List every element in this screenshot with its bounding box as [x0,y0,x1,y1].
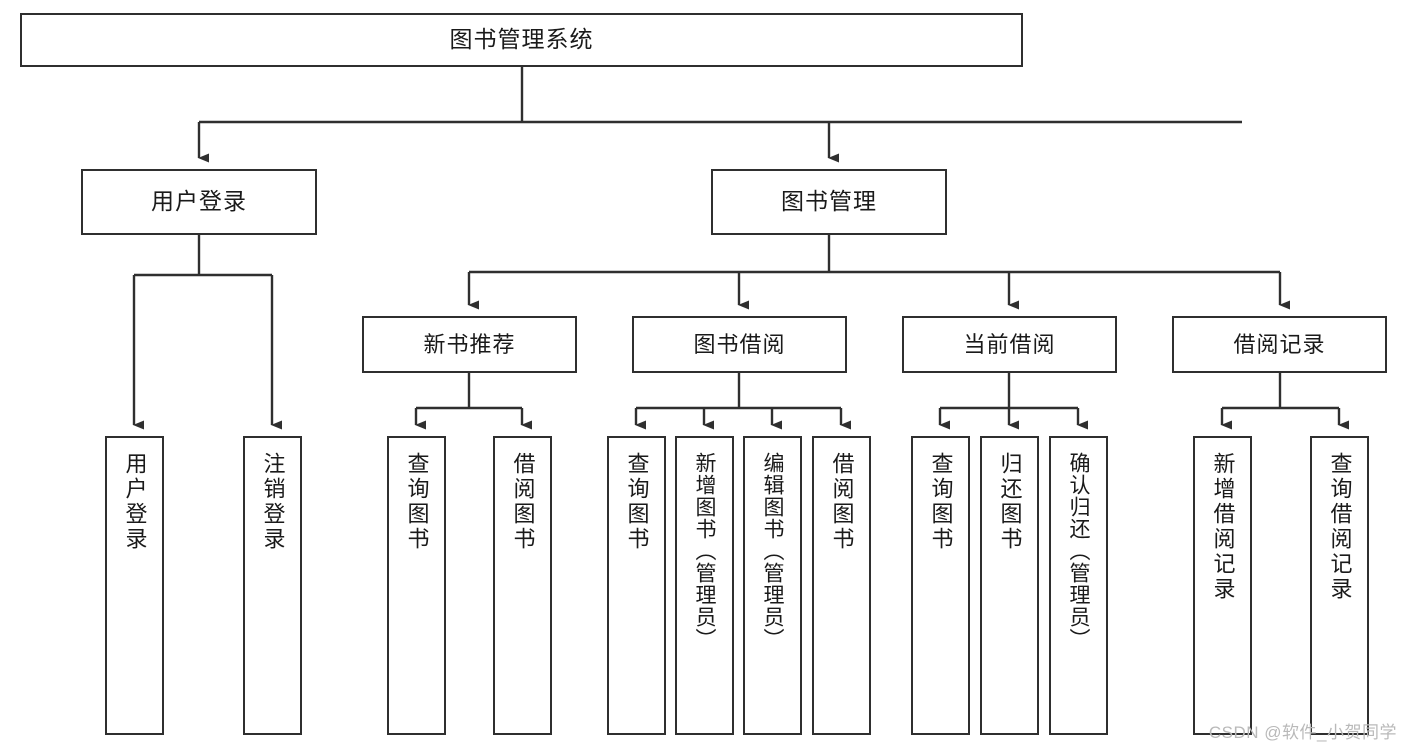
node-new-book-recommendation[interactable]: 新书推荐 [362,316,577,373]
node-label: 用户登录 [151,188,247,215]
leaf-borrow-books-recommendation[interactable]: 借阅图书 [493,436,552,735]
node-book-management[interactable]: 图书管理 [711,169,947,235]
node-label: 借阅图书 [510,452,536,552]
leaf-query-books-recommendation[interactable]: 查询图书 [387,436,446,735]
node-label: 借阅记录 [1233,331,1326,357]
node-label: 确认归还（管理员） [1067,452,1090,650]
node-label: 用户登录 [122,452,148,552]
node-label: 图书管理 [781,188,877,215]
node-user-login[interactable]: 用户登录 [81,169,317,235]
node-label: 当前借阅 [963,331,1056,357]
node-label: 查询图书 [404,452,430,552]
node-label: 图书借阅 [693,331,786,357]
node-current-borrowing[interactable]: 当前借阅 [902,316,1117,373]
leaf-query-books-borrowing[interactable]: 查询图书 [607,436,666,735]
leaf-query-borrowing-record[interactable]: 查询借阅记录 [1310,436,1369,735]
leaf-add-borrowing-record[interactable]: 新增借阅记录 [1193,436,1252,735]
node-label: 借阅图书 [829,452,855,552]
leaf-add-book-admin[interactable]: 新增图书（管理员） [675,436,734,735]
node-label: 归还图书 [997,452,1023,552]
node-label: 查询图书 [928,452,954,552]
node-label: 新增借阅记录 [1210,452,1236,602]
node-borrowing-records[interactable]: 借阅记录 [1172,316,1387,373]
node-label: 编辑图书（管理员） [761,452,784,650]
node-root-book-management-system[interactable]: 图书管理系统 [20,13,1023,67]
node-label: 新增图书（管理员） [693,452,716,650]
node-label: 新书推荐 [423,331,516,357]
leaf-query-books-current[interactable]: 查询图书 [911,436,970,735]
leaf-edit-book-admin[interactable]: 编辑图书（管理员） [743,436,802,735]
leaf-logout[interactable]: 注销登录 [243,436,302,735]
node-label: 查询图书 [624,452,650,552]
node-label: 查询借阅记录 [1327,452,1353,602]
leaf-confirm-return-admin[interactable]: 确认归还（管理员） [1049,436,1108,735]
node-label: 注销登录 [260,452,286,552]
leaf-borrow-books-borrowing[interactable]: 借阅图书 [812,436,871,735]
leaf-return-books[interactable]: 归还图书 [980,436,1039,735]
node-book-borrowing[interactable]: 图书借阅 [632,316,847,373]
csdn-watermark: CSDN @软件_小贺同学 [1208,723,1397,742]
node-label: 图书管理系统 [449,26,594,53]
leaf-user-login[interactable]: 用户登录 [105,436,164,735]
